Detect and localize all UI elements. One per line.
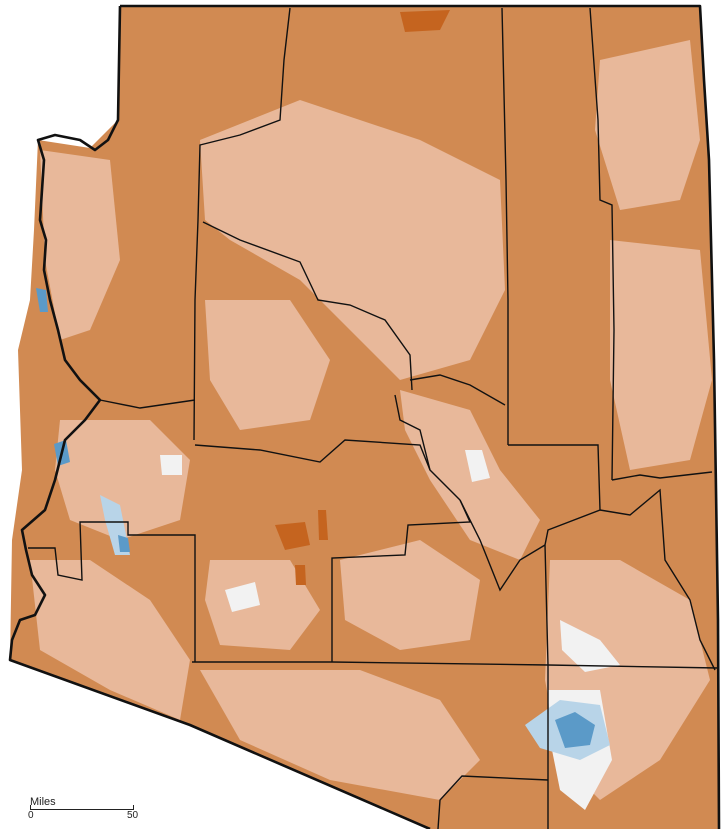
state-outline	[8, 4, 721, 829]
boundary-coconino-gila	[409, 374, 506, 406]
scale-min-label: 0	[28, 810, 34, 821]
light-patch-south	[200, 670, 480, 800]
raster-patches	[30, 10, 712, 810]
state-fill	[10, 6, 719, 829]
light-patch-northwest	[40, 150, 120, 340]
dark-patch-maricopa	[275, 522, 310, 550]
scale-tick-right	[133, 805, 134, 810]
dark-patch-maricopa-2	[318, 510, 328, 540]
light-patch-maricopa	[205, 560, 320, 650]
near-white-patch-central	[465, 450, 490, 482]
scale-tick-left	[30, 805, 31, 810]
boundary-yavapai-coconino	[202, 221, 413, 391]
boundary-la-paz-yuma	[28, 521, 196, 662]
boundary-gila-maricopa	[394, 394, 461, 501]
boundary-mohave-yavapai	[99, 399, 196, 409]
light-patch-north	[200, 100, 505, 380]
boundary-gila-pinal	[459, 499, 546, 592]
boundary-coconino-navajo	[501, 7, 509, 445]
scale-max-label: 50	[127, 810, 139, 821]
light-patch-central	[400, 390, 540, 560]
boundary-maricopa-pinal	[331, 499, 472, 662]
map-scalebar: Miles 0 50	[28, 796, 138, 826]
blue-patch-lapaz-3	[118, 535, 130, 552]
boundary-navajo-apache	[589, 7, 615, 481]
boundary-south	[192, 661, 719, 669]
boundary-pima-santacruz	[437, 775, 549, 829]
boundary-yavapai-maricopa	[194, 439, 431, 471]
boundary-graham	[508, 444, 601, 666]
county-boundaries	[28, 7, 719, 829]
dark-patch-maricopa-3	[295, 565, 306, 585]
near-white-patch-maricopa	[225, 582, 260, 612]
dark-patch-north	[400, 10, 450, 32]
light-patch-west	[55, 420, 190, 540]
light-patch-center-left	[205, 300, 330, 430]
light-patch-pinal	[340, 540, 480, 650]
blue-patch-cochise-dark	[555, 712, 595, 748]
light-patch-east	[610, 240, 712, 470]
light-patch-southwest	[30, 560, 190, 720]
scale-title: Miles	[30, 796, 56, 808]
near-white-patch-graham	[560, 620, 620, 672]
light-patch-northeast	[595, 40, 700, 210]
boundary-greenlee-graham	[599, 488, 716, 671]
scale-line	[30, 809, 134, 810]
near-white-patch-west	[160, 455, 182, 475]
blue-patch-mohave	[36, 288, 48, 312]
boundary-mohave-coconino	[193, 7, 291, 441]
boundary-greenlee	[611, 471, 713, 481]
